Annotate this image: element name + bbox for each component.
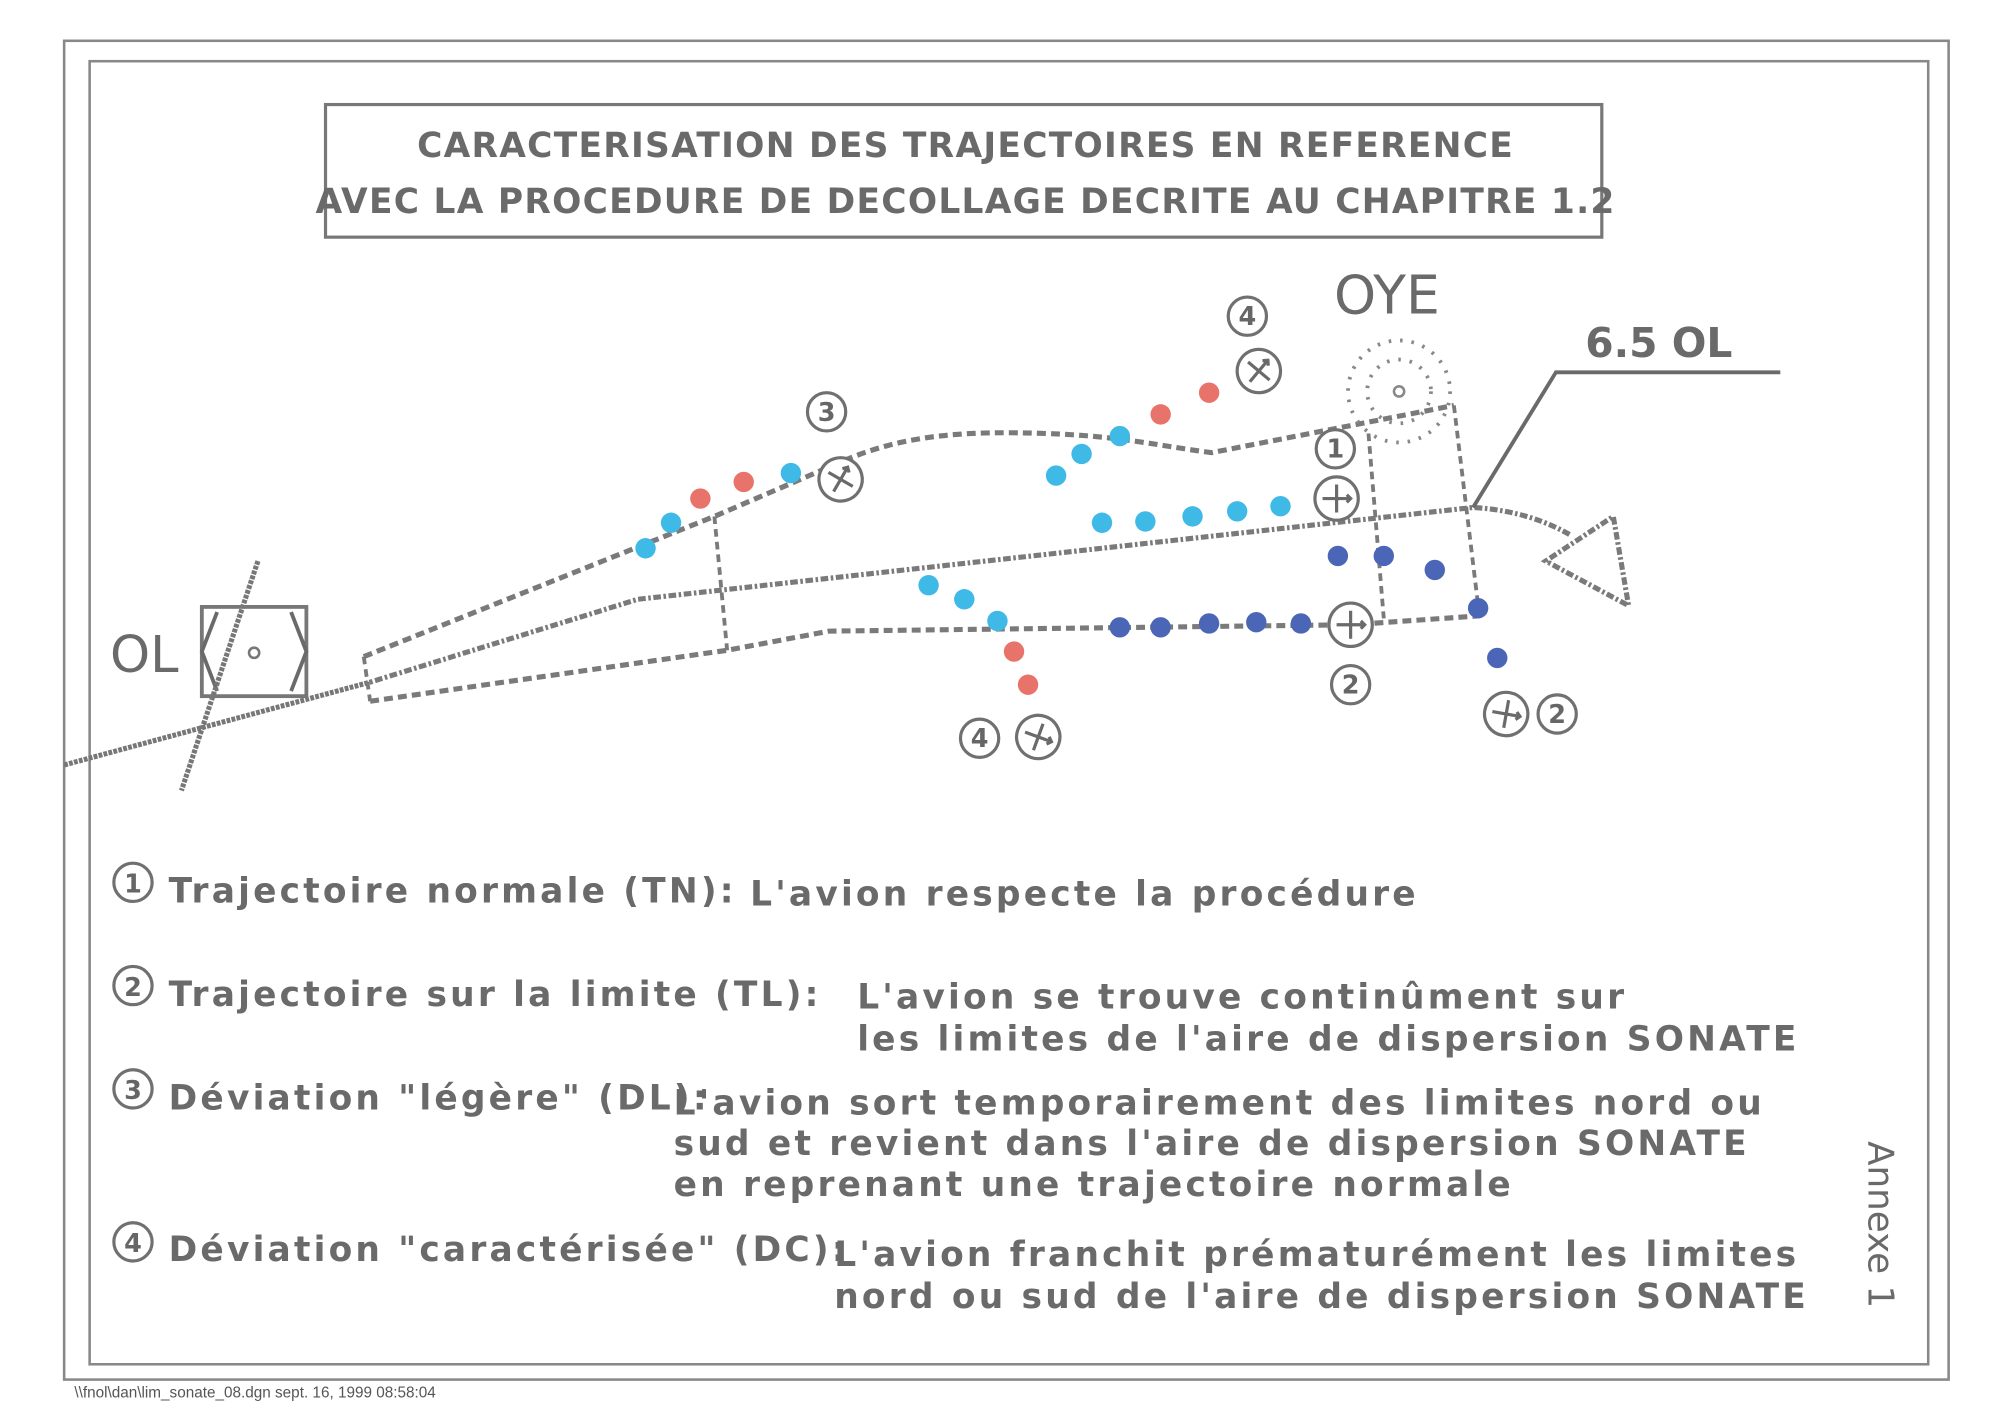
blue-trajectory-dot bbox=[1327, 545, 1349, 567]
legend-desc: nord ou sud de l'aire de dispersion SONA… bbox=[834, 1277, 1809, 1317]
legend-desc: L'avion respecte la procédure bbox=[750, 874, 1419, 914]
red-trajectory-dot bbox=[1003, 641, 1025, 662]
circled-number-marker: 3 bbox=[805, 391, 848, 433]
annex-label: Annexe 1 bbox=[1859, 1141, 1900, 1308]
blue-trajectory-dot bbox=[1150, 617, 1171, 638]
legend-desc: L'avion se trouve continûment sur bbox=[857, 978, 1627, 1018]
marker-number: 2 bbox=[1342, 671, 1360, 701]
cyan-trajectory-dot bbox=[1091, 512, 1113, 533]
legend-item-4: 4 Déviation "caractérisée" (DC): L'avion… bbox=[112, 1221, 1809, 1317]
circled-number-marker: 4 bbox=[1226, 295, 1269, 337]
cyan-trajectory-dot bbox=[918, 575, 939, 596]
marker-number: 4 bbox=[1238, 302, 1256, 332]
aircraft-icon bbox=[1327, 601, 1374, 649]
title-line-2: AVEC LA PROCEDURE DE DECOLLAGE DECRITE A… bbox=[315, 182, 1615, 222]
red-trajectory-dot bbox=[1198, 382, 1220, 403]
footer-filepath: \\fnol\dan\lim_sonate_08.dgn sept. 16, 1… bbox=[74, 1384, 436, 1401]
distance-label: 6.5 OL bbox=[1585, 319, 1732, 367]
ol-label: OL bbox=[110, 626, 179, 685]
red-trajectory-dot bbox=[690, 488, 711, 509]
runway-axis bbox=[63, 679, 371, 768]
legend-desc: sud et revient dans l'aire de dispersion… bbox=[674, 1124, 1750, 1164]
legend-desc: en reprenant une trajectoire normale bbox=[674, 1165, 1514, 1205]
legend-item-2: 2 Trajectoire sur la limite (TL): L'avio… bbox=[112, 964, 1799, 1060]
cyan-trajectory-dot bbox=[1109, 425, 1131, 447]
oye-label: OYE bbox=[1334, 264, 1440, 327]
marker-number: 4 bbox=[971, 724, 989, 754]
aircraft-icon bbox=[1313, 475, 1360, 522]
blue-trajectory-dot bbox=[1246, 612, 1267, 633]
trajectory-dots bbox=[635, 382, 1508, 695]
title-line-1: CARACTERISATION DES TRAJECTOIRES EN REFE… bbox=[417, 126, 1514, 166]
legend-desc: les limites de l'aire de dispersion SONA… bbox=[857, 1020, 1799, 1060]
direction-triangle bbox=[1540, 512, 1632, 611]
blue-trajectory-dot bbox=[1198, 613, 1220, 634]
limit-6-5-ol: 6.5 OL bbox=[1471, 319, 1781, 509]
blue-trajectory-dot bbox=[1487, 647, 1508, 669]
legend-term: Trajectoire normale (TN): bbox=[169, 872, 737, 912]
marker-number: 2 bbox=[1548, 700, 1566, 730]
blue-trajectory-dot bbox=[1424, 559, 1445, 581]
cyan-trajectory-dot bbox=[780, 462, 802, 484]
blue-trajectory-dot bbox=[1290, 613, 1312, 634]
blue-trajectory-dot bbox=[1467, 597, 1489, 619]
legend-number: 1 bbox=[124, 870, 142, 900]
title-box: CARACTERISATION DES TRAJECTOIRES EN REFE… bbox=[315, 102, 1615, 239]
marker-number: 1 bbox=[1326, 435, 1344, 465]
cyan-trajectory-dot bbox=[987, 610, 1008, 632]
circled-number-marker: 4 bbox=[958, 717, 1001, 759]
aircraft-icon bbox=[817, 456, 864, 503]
legend-number: 2 bbox=[124, 973, 142, 1003]
red-trajectory-dot bbox=[733, 471, 754, 493]
trajectory-number-markers: 3 4 1 2 4 2 bbox=[805, 295, 1578, 759]
airport-ol: OL bbox=[63, 560, 371, 792]
legend-item-3: 3 Déviation "légère" (DL): L'avion sort … bbox=[112, 1068, 1765, 1205]
legend-desc: L'avion franchit prématurément les limit… bbox=[834, 1235, 1799, 1275]
cyan-trajectory-dot bbox=[954, 589, 975, 610]
legend-item-1: 1 Trajectoire normale (TN): L'avion resp… bbox=[112, 861, 1419, 914]
dispersion-corridor bbox=[361, 402, 1632, 704]
cyan-trajectory-dot bbox=[1226, 501, 1248, 522]
circled-number-marker: 1 bbox=[1314, 428, 1357, 470]
legend-term: Trajectoire sur la limite (TL): bbox=[169, 975, 822, 1015]
circled-number-marker: 2 bbox=[1329, 663, 1372, 706]
aircraft-markers bbox=[817, 347, 1530, 761]
cyan-trajectory-dot bbox=[1045, 465, 1067, 486]
legend-desc: L'avion sort temporairement des limites … bbox=[674, 1083, 1765, 1123]
legend: 1 Trajectoire normale (TN): L'avion resp… bbox=[112, 861, 1809, 1317]
red-trajectory-dot bbox=[1017, 674, 1039, 695]
cyan-trajectory-dot bbox=[1182, 506, 1203, 527]
cyan-trajectory-dot bbox=[1071, 443, 1092, 465]
legend-term: Déviation "légère" (DL): bbox=[169, 1078, 710, 1118]
legend-term: Déviation "caractérisée" (DC): bbox=[169, 1230, 849, 1270]
cyan-trajectory-dot bbox=[635, 538, 656, 559]
cyan-trajectory-dot bbox=[1270, 495, 1291, 517]
oye-town: OYE bbox=[1334, 264, 1452, 445]
blue-trajectory-dot bbox=[1373, 545, 1394, 567]
circled-number-marker: 2 bbox=[1536, 693, 1578, 735]
inner-border bbox=[88, 59, 1930, 1366]
cyan-trajectory-dot bbox=[660, 512, 682, 533]
legend-number: 3 bbox=[124, 1076, 142, 1106]
aircraft-icon bbox=[1482, 690, 1530, 738]
aircraft-icon bbox=[1235, 347, 1283, 395]
outer-border bbox=[62, 39, 1950, 1381]
blue-trajectory-dot bbox=[1109, 617, 1131, 638]
aircraft-icon bbox=[1014, 713, 1062, 761]
legend-number: 4 bbox=[124, 1229, 142, 1259]
cyan-trajectory-dot bbox=[1135, 511, 1156, 532]
red-trajectory-dot bbox=[1150, 404, 1171, 425]
marker-number: 3 bbox=[818, 398, 836, 428]
